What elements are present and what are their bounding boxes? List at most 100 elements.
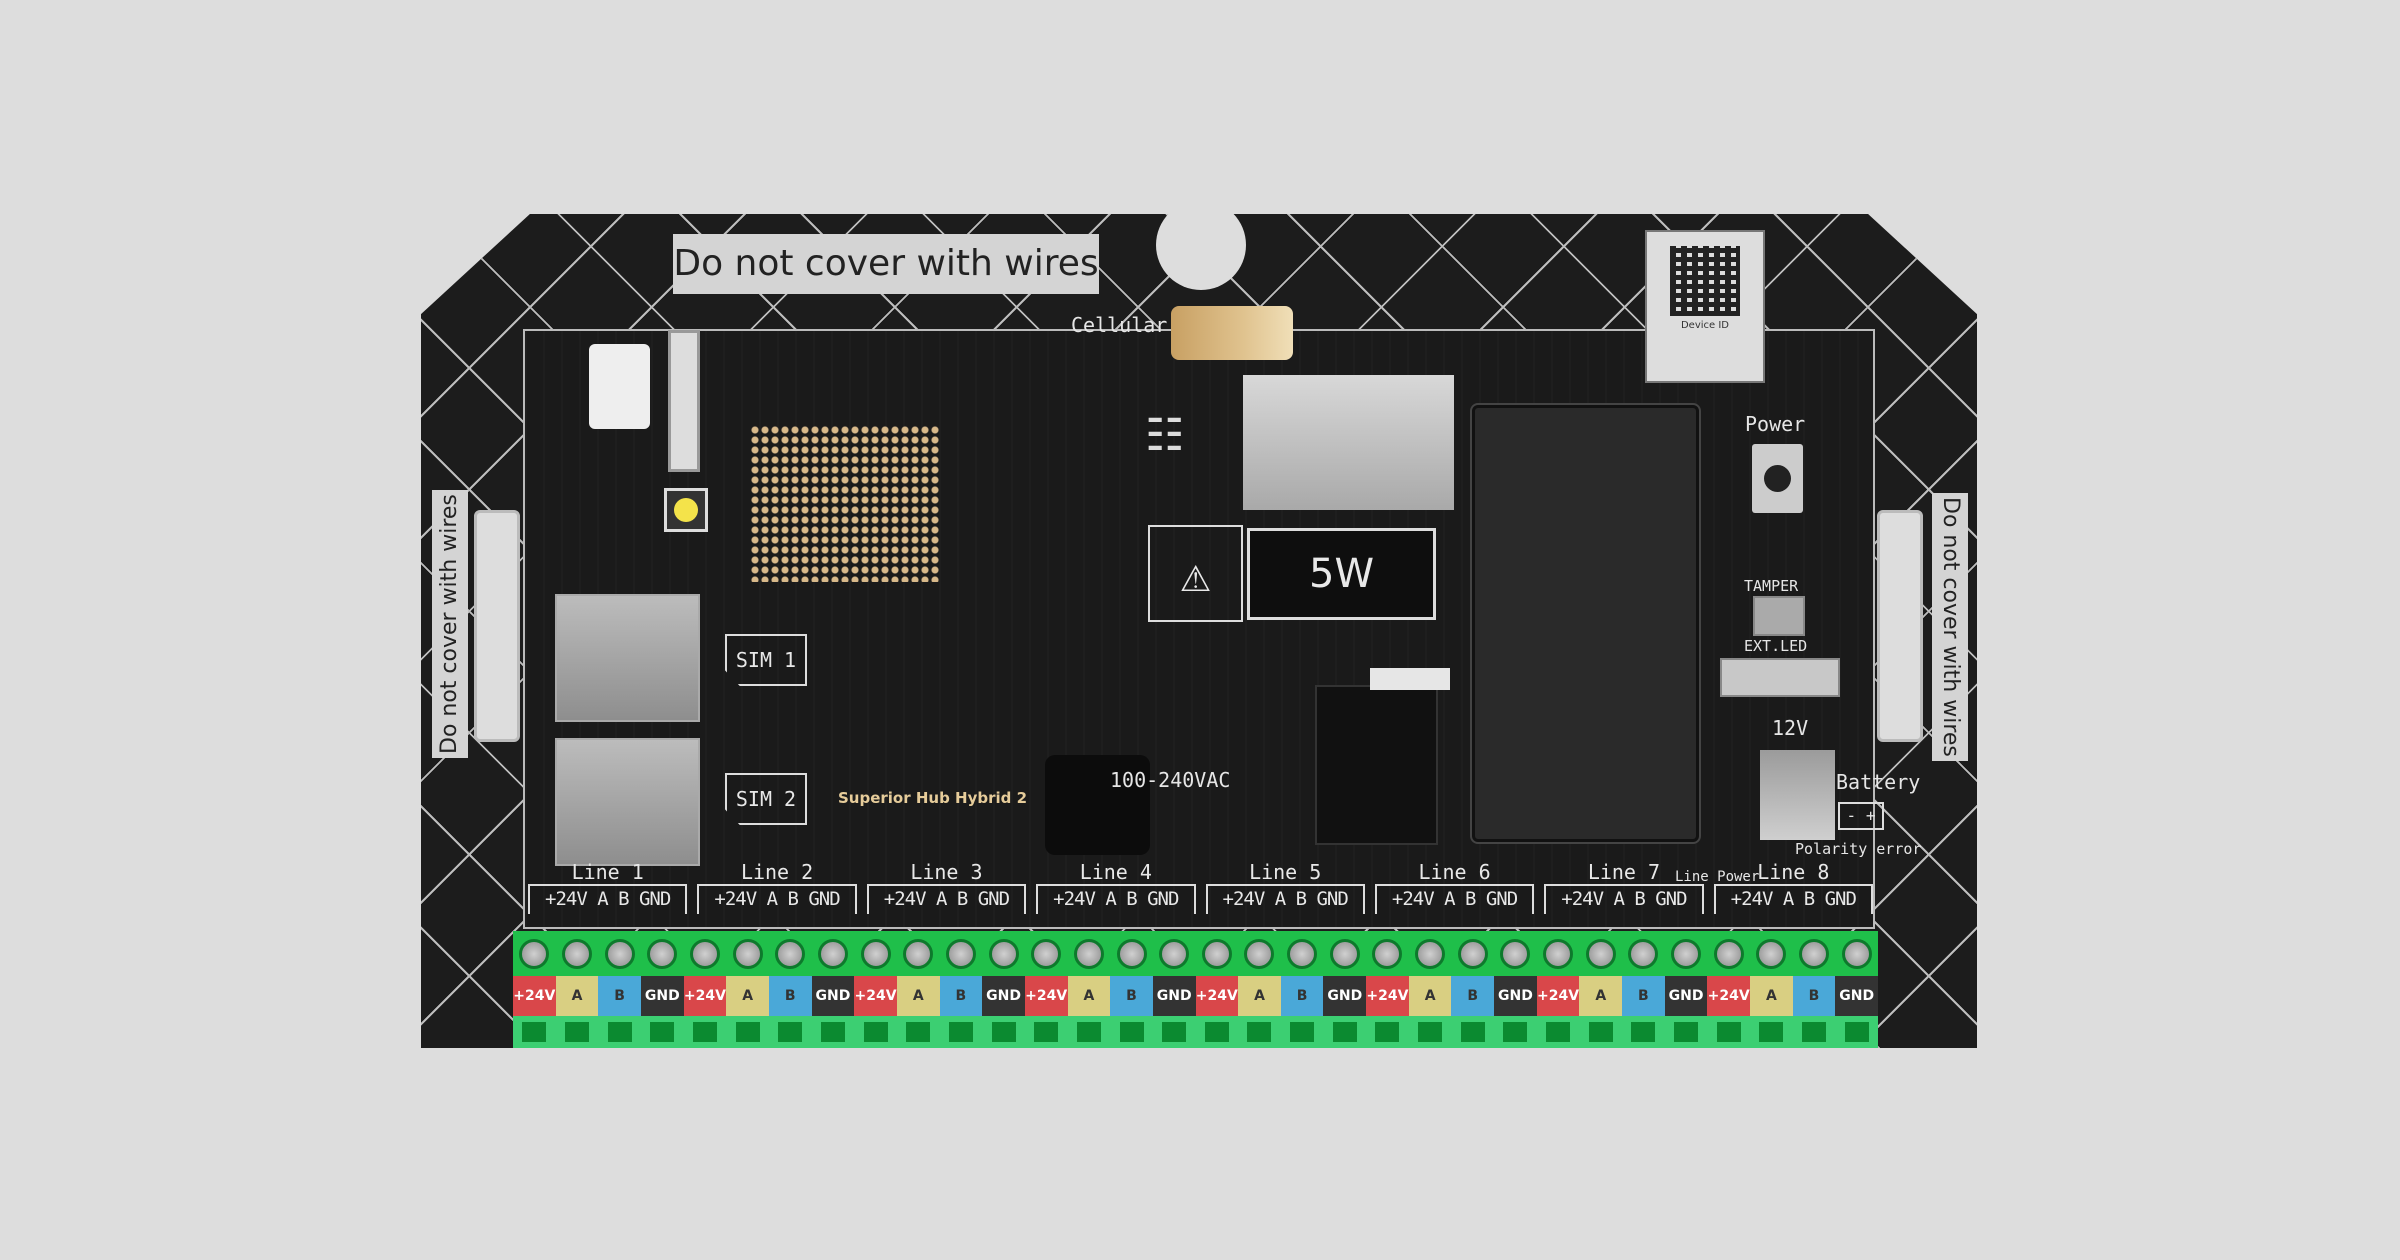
terminal-wire-hole[interactable]: [769, 1022, 812, 1042]
terminal-wire-hole[interactable]: [513, 1022, 556, 1042]
terminal-wire-hole[interactable]: [940, 1022, 983, 1042]
terminal-wire-hole[interactable]: [684, 1022, 727, 1042]
terminal-wire-hole[interactable]: [1238, 1022, 1281, 1042]
terminal-wire-hole[interactable]: [897, 1022, 940, 1042]
terminal-screw[interactable]: [1153, 938, 1196, 969]
terminal-wire-hole[interactable]: [1068, 1022, 1111, 1042]
line-power-label: Line Power: [1675, 869, 1760, 885]
terminal-screw[interactable]: [769, 938, 812, 969]
ac-input-label: 100-240VAC: [1110, 768, 1231, 792]
terminal-pin-label: +24V: [1195, 976, 1239, 1016]
terminal-wire-hole[interactable]: [1025, 1022, 1068, 1042]
terminal-pin-label: +24V: [854, 976, 897, 1016]
terminal-screw[interactable]: [1196, 938, 1239, 969]
terminal-wire-hole[interactable]: [641, 1022, 684, 1042]
terminal-screw[interactable]: [1622, 938, 1665, 969]
tamper-connector[interactable]: [1753, 596, 1805, 636]
terminal-pin-label: +24V: [513, 976, 556, 1016]
terminal-wire-hole[interactable]: [1366, 1022, 1409, 1042]
terminal-wire-hole[interactable]: [1110, 1022, 1153, 1042]
terminal-wire-hole[interactable]: [1835, 1022, 1878, 1042]
terminal-screw[interactable]: [854, 938, 897, 969]
power-button[interactable]: [1752, 444, 1803, 513]
terminal-screw[interactable]: [1068, 938, 1111, 969]
terminal-wire-hole[interactable]: [812, 1022, 855, 1042]
white-component: [589, 344, 650, 429]
fuse: [1370, 668, 1450, 690]
terminal-wire-hole[interactable]: [1196, 1022, 1239, 1042]
terminal-pin-label: B: [1110, 976, 1153, 1016]
terminal-screw[interactable]: [1238, 938, 1281, 969]
terminal-wire-hole[interactable]: [1622, 1022, 1665, 1042]
terminal-screw[interactable]: [982, 938, 1025, 969]
switch-component: [668, 330, 700, 472]
terminal-pin-label: +24V: [1536, 976, 1580, 1016]
sim-slot-2[interactable]: [555, 738, 700, 866]
ethernet-port[interactable]: [1243, 375, 1454, 510]
terminal-screw[interactable]: [1750, 938, 1793, 969]
terminal-wire-hole[interactable]: [1793, 1022, 1836, 1042]
terminal-wire-hole[interactable]: [1707, 1022, 1750, 1042]
terminal-pin-label: GND: [1835, 976, 1878, 1016]
terminal-wire-hole[interactable]: [1537, 1022, 1580, 1042]
terminal-wire-hole[interactable]: [982, 1022, 1025, 1042]
power-connector[interactable]: [1315, 685, 1438, 845]
terminal-screw[interactable]: [1579, 938, 1622, 969]
terminal-screw[interactable]: [1323, 938, 1366, 969]
terminal-screw[interactable]: [1451, 938, 1494, 969]
terminal-wire-hole[interactable]: [1409, 1022, 1452, 1042]
terminal-wire-hole[interactable]: [1665, 1022, 1708, 1042]
ext-led-connector[interactable]: [1720, 658, 1840, 697]
terminal-screw[interactable]: [513, 938, 556, 969]
terminal-screw[interactable]: [1665, 938, 1708, 969]
sim-slot-1[interactable]: [555, 594, 700, 722]
terminal-pin-label: +24V: [1366, 976, 1409, 1016]
terminal-wire-hole[interactable]: [1153, 1022, 1196, 1042]
terminal-wire-hole[interactable]: [1494, 1022, 1537, 1042]
terminal-wire-hole[interactable]: [1579, 1022, 1622, 1042]
terminal-wire-hole[interactable]: [556, 1022, 599, 1042]
terminal-wire-hole[interactable]: [1750, 1022, 1793, 1042]
terminal-screw[interactable]: [1835, 938, 1878, 969]
terminal-wire-hole[interactable]: [1281, 1022, 1324, 1042]
terminal-screw[interactable]: [1494, 938, 1537, 969]
terminal-screw[interactable]: [641, 938, 684, 969]
terminal-screw[interactable]: [1025, 938, 1068, 969]
terminal-screw[interactable]: [556, 938, 599, 969]
terminal-pin-label: B: [939, 976, 983, 1016]
terminal-wire-hole[interactable]: [1451, 1022, 1494, 1042]
line-3-label: Line 3+24V A B GND: [862, 862, 1031, 914]
terminal-pin-label: B: [1280, 976, 1324, 1016]
terminal-screw[interactable]: [1537, 938, 1580, 969]
left-mounting-slot: [474, 510, 520, 742]
terminal-wire-hole[interactable]: [854, 1022, 897, 1042]
terminal-screw[interactable]: [1110, 938, 1153, 969]
terminal-screw[interactable]: [726, 938, 769, 969]
terminal-wire-hole[interactable]: [1323, 1022, 1366, 1042]
terminal-wire-hole[interactable]: [598, 1022, 641, 1042]
terminal-wire-hole[interactable]: [726, 1022, 769, 1042]
terminal-screw[interactable]: [598, 938, 641, 969]
terminal-pin-label: B: [598, 976, 641, 1016]
line-1-label: Line 1+24V A B GND: [523, 862, 692, 914]
terminal-screw[interactable]: [812, 938, 855, 969]
terminal-screw[interactable]: [1409, 938, 1452, 969]
cellular-antenna-connector[interactable]: [1171, 306, 1293, 360]
terminal-screw[interactable]: [684, 938, 727, 969]
status-led-icon: [664, 488, 708, 532]
polarity-error-label: Polarity error: [1795, 840, 1922, 858]
terminal-screw[interactable]: [940, 938, 983, 969]
terminal-screw[interactable]: [1281, 938, 1324, 969]
terminal-screw[interactable]: [1707, 938, 1750, 969]
terminal-pin-label: B: [1622, 976, 1665, 1016]
battery-connector[interactable]: [1760, 750, 1835, 840]
line-7-label: Line 7+24V A B GND: [1539, 862, 1708, 914]
terminal-screw[interactable]: [897, 938, 940, 969]
terminal-screw[interactable]: [1366, 938, 1409, 969]
cellular-label: Cellular: [1071, 313, 1168, 337]
backup-battery: [1472, 405, 1699, 842]
left-warning-label: Do not cover with wires: [432, 490, 468, 758]
terminal-screw[interactable]: [1793, 938, 1836, 969]
line-6-label: Line 6+24V A B GND: [1370, 862, 1539, 914]
terminal-pin-label: GND: [640, 976, 684, 1016]
